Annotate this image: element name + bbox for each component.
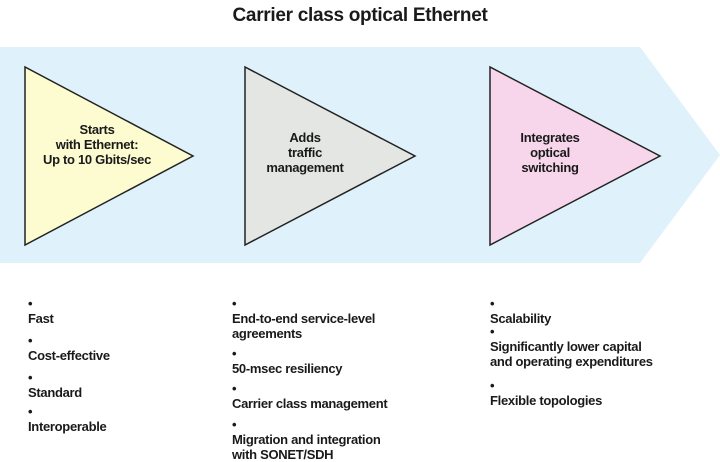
- diagram-title: Carrier class optical Ethernet: [232, 5, 488, 26]
- bullet-item: •Interoperable: [28, 404, 107, 434]
- bullet-item: •Scalability: [490, 296, 552, 326]
- diagram-canvas: [0, 47, 720, 263]
- bullet-item: •50-msec resiliency: [232, 346, 343, 376]
- bullet-item: •End-to-end service-level agreements: [232, 296, 376, 341]
- bullet-item: •Carrier class management: [232, 381, 388, 411]
- bullet-item: •Standard: [28, 370, 82, 400]
- stage-2-label: Adds traffic management: [266, 130, 344, 175]
- stage-3-triangle: [489, 65, 662, 247]
- stage-3-label: Integrates optical switching: [520, 130, 580, 175]
- bullet-item: •Significantly lower capital and operati…: [490, 324, 653, 369]
- stage-1-triangle: [24, 65, 195, 247]
- bullet-item: •Migration and integration with SONET/SD…: [232, 417, 381, 462]
- bullet-item: •Cost-effective: [28, 333, 110, 363]
- stage-2-triangle: [244, 65, 417, 247]
- stage-1-label: Starts with Ethernet: Up to 10 Gbits/sec: [42, 122, 152, 167]
- bullet-item: •Fast: [28, 296, 54, 326]
- bullet-item: •Flexible topologies: [490, 378, 603, 408]
